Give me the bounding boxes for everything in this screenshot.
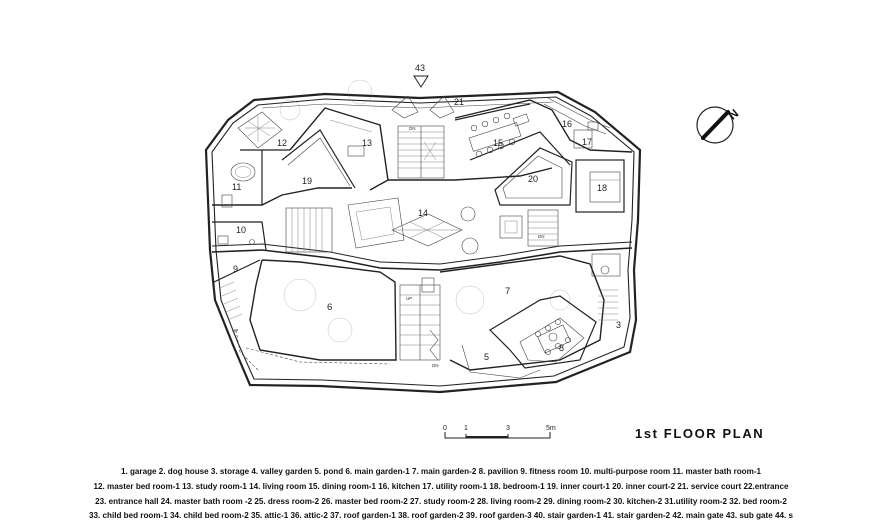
living-room-band [211, 197, 633, 277]
room-number: 11 [232, 182, 241, 192]
room-number: 17 [582, 137, 592, 147]
stair-up-label: UP [406, 296, 412, 301]
gardens [213, 79, 618, 379]
room-number: 3 [616, 320, 621, 330]
legend-line: 12. master bed room-1 13. study room-1 1… [93, 482, 789, 491]
upper-right-wing [454, 97, 633, 213]
scale-tick-label: 1 [464, 425, 468, 432]
room-number: 6 [327, 302, 332, 313]
room-number: 10 [236, 225, 246, 235]
room-number: 15 [493, 138, 503, 148]
room-number: 13 [362, 138, 372, 148]
stair-direction-labels: UP DN DN UP [232, 234, 545, 368]
scale-tick-label: 5m [546, 425, 556, 432]
room-number: 21 [454, 97, 464, 107]
scale-bar: 0 1 3 5m [443, 425, 556, 439]
sub-gate-marker: 43 [413, 63, 429, 88]
room-number: 5 [484, 352, 489, 362]
scale-tick-label: 3 [506, 425, 510, 432]
svg-text:DN: DN [409, 126, 416, 131]
top-center-stairs: DN [388, 95, 553, 181]
room-number: 8 [559, 343, 564, 353]
legend-line: 23. entrance hall 24. master bath room -… [95, 497, 787, 506]
stair-down-label: DN [432, 363, 439, 368]
stair-up-label-2: UP [232, 328, 238, 333]
room-number: 7 [505, 286, 510, 297]
room-numbers: 11 12 19 13 21 15 16 17 18 20 10 14 9 6 … [232, 97, 621, 362]
room-number: 12 [277, 138, 287, 148]
legend-line: 1. garage 2. dog house 3. storage 4. val… [120, 467, 762, 476]
room-number: 14 [418, 208, 428, 218]
scale-tick-label: 0 [443, 425, 447, 432]
legend-line: 33. child bed room-1 34. child bed room-… [89, 511, 793, 520]
room-number: 20 [528, 174, 538, 184]
exterior-walls [204, 90, 642, 394]
room-number: 9 [233, 264, 238, 274]
plan-title: 1st FLOOR PLAN [635, 426, 764, 441]
north-arrow-icon: N [696, 106, 742, 144]
room-number: 18 [597, 183, 607, 193]
room-number: 16 [562, 119, 572, 129]
room-number: 19 [302, 176, 312, 186]
gate-marker-label: 43 [415, 63, 425, 73]
stair-down-label-2: DN [538, 234, 545, 239]
north-label: N [726, 106, 742, 122]
upper-left-wing [212, 107, 389, 208]
